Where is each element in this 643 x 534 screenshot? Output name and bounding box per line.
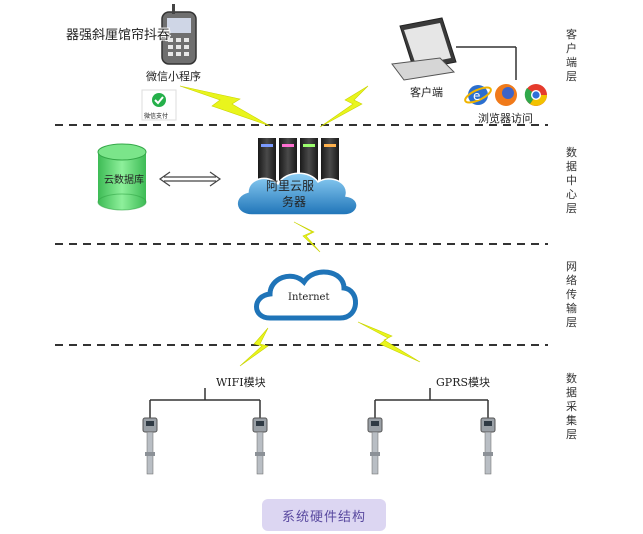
mini-program-label: 微信小程序: [146, 69, 201, 83]
sensor-device-icon: [367, 417, 383, 475]
layer-label-network: 网络传输层: [566, 260, 577, 329]
phone-icon: [161, 4, 197, 65]
chrome-icon: [524, 84, 547, 106]
lightning-icon: [293, 221, 321, 253]
lightning-icon: [357, 321, 421, 363]
browser-access-label: 浏览器访问: [478, 111, 533, 125]
lightning-icon: [179, 85, 271, 127]
double-arrow-icon: [158, 171, 222, 187]
server-cloud-icon: [236, 172, 358, 216]
wifi-module-label: WIFI模块: [216, 376, 266, 389]
lightning-icon: [239, 327, 269, 367]
client-pc-label: 客户端: [410, 85, 443, 99]
ie-icon: e: [464, 85, 492, 105]
internet-cloud-icon: [254, 269, 358, 321]
cloud-db-label: 云数据库: [104, 173, 144, 186]
diagram-caption: 系统硬件结构: [262, 499, 386, 531]
gprs-module-label: GPRS模块: [436, 376, 490, 389]
cloud-database-icon: [97, 143, 147, 211]
layer-label-collection: 数据采集层: [566, 372, 577, 441]
sensor-device-icon: [480, 417, 496, 475]
wifi-tree: [149, 388, 261, 418]
internet-label: Internet: [288, 292, 329, 303]
firefox-icon: [495, 84, 517, 106]
wechat-pay-label: 微信支付: [144, 112, 168, 120]
browser-icons: e: [464, 84, 547, 106]
gprs-tree: [374, 388, 489, 418]
server-label-line1: 阿里云服务器: [266, 179, 314, 209]
wireless-links: [179, 85, 421, 367]
layer-labels: 客户端层 数据中心层 网络传输层 数据采集层: [566, 27, 577, 441]
sensor-devices: [142, 417, 496, 475]
laptop-icon: [391, 17, 457, 81]
layer-label-data-center: 数据中心层: [566, 146, 577, 215]
layer-dividers: [55, 124, 548, 346]
wechat-pay-icon: [141, 89, 177, 121]
diagram-caption-text: 系统硬件结构: [281, 509, 366, 525]
sensor-device-icon: [142, 417, 158, 475]
phone-overlay-text: 器强斜厘馆帘抖吞: [66, 27, 170, 43]
layer-label-client: 客户端层: [566, 27, 577, 83]
lightning-icon: [319, 85, 369, 128]
svg-text:e: e: [473, 89, 480, 103]
sensor-device-icon: [252, 417, 268, 475]
